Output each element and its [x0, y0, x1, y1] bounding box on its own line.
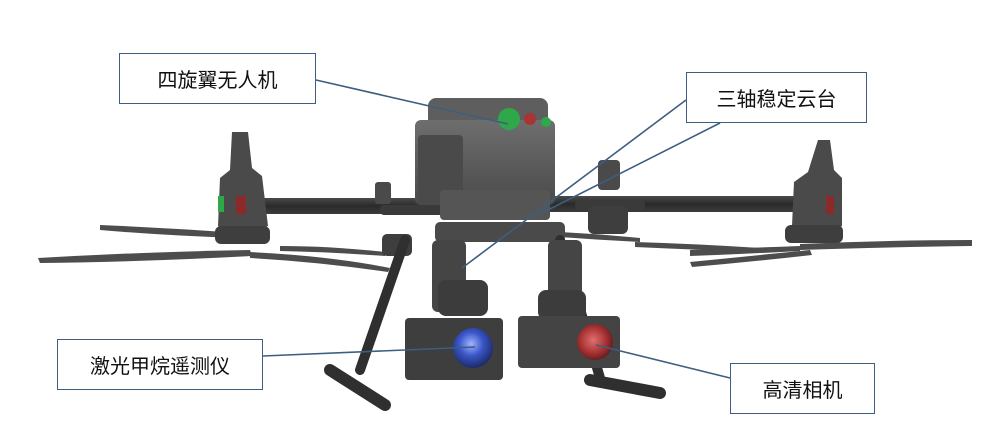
- propeller-right-front-b: [690, 246, 800, 256]
- motor-right-rear: [792, 140, 842, 236]
- propellers: [38, 225, 972, 272]
- battery-pack: [418, 135, 463, 203]
- gimbal-mount-plate: [435, 222, 565, 242]
- propeller-right-far-c: [560, 232, 640, 242]
- gimbal-right-yoke: [538, 290, 586, 320]
- green-led-small: [541, 117, 551, 127]
- motor-left-rear-red-light: [236, 196, 246, 214]
- leader-gimbal-b: [539, 122, 721, 215]
- leader-camera: [595, 344, 731, 379]
- hd-camera-device: [518, 316, 620, 368]
- motor-left-rear-green-light: [218, 196, 224, 212]
- leader-methane: [262, 346, 476, 357]
- leader-quadrotor: [315, 79, 509, 125]
- label-methane-detector: 激光甲烷遥测仪: [57, 339, 263, 390]
- leader-gimbal-a: [461, 99, 687, 269]
- propeller-left-rear: [100, 225, 240, 238]
- leader-lines: [262, 79, 731, 379]
- motor-left-rear-base: [215, 226, 270, 244]
- arm-left-front: [380, 205, 450, 215]
- body-lower: [440, 190, 550, 220]
- green-led: [498, 108, 520, 130]
- motor-right-rear-red-light: [826, 196, 834, 214]
- propeller-right-far-a: [800, 240, 972, 250]
- motors: [215, 132, 843, 256]
- motor-left-rear: [218, 132, 268, 236]
- skid-right: [584, 374, 666, 399]
- label-gimbal: 三轴稳定云台: [686, 72, 867, 123]
- propeller-left-front-c: [280, 246, 385, 256]
- motor-left-front: [375, 182, 391, 204]
- hd-camera-lens: [577, 324, 613, 360]
- label-hd-camera: 高清相机: [730, 363, 875, 414]
- leg-left: [355, 235, 410, 375]
- gimbal-left-yoke: [438, 280, 488, 316]
- propeller-right-far-b: [690, 250, 812, 267]
- label-quadrotor: 四旋翼无人机: [119, 53, 316, 104]
- motor-right-front-base: [588, 206, 628, 234]
- red-led: [524, 113, 536, 125]
- motor-right-rear-base: [785, 225, 843, 243]
- methane-detector-device: [405, 318, 503, 380]
- skid-left: [324, 364, 391, 411]
- gimbals: [432, 240, 586, 320]
- drone-body: [415, 98, 565, 242]
- propeller-left-front-a: [38, 250, 252, 263]
- propeller-left-front-b: [250, 252, 390, 272]
- methane-detector-lens: [453, 328, 493, 368]
